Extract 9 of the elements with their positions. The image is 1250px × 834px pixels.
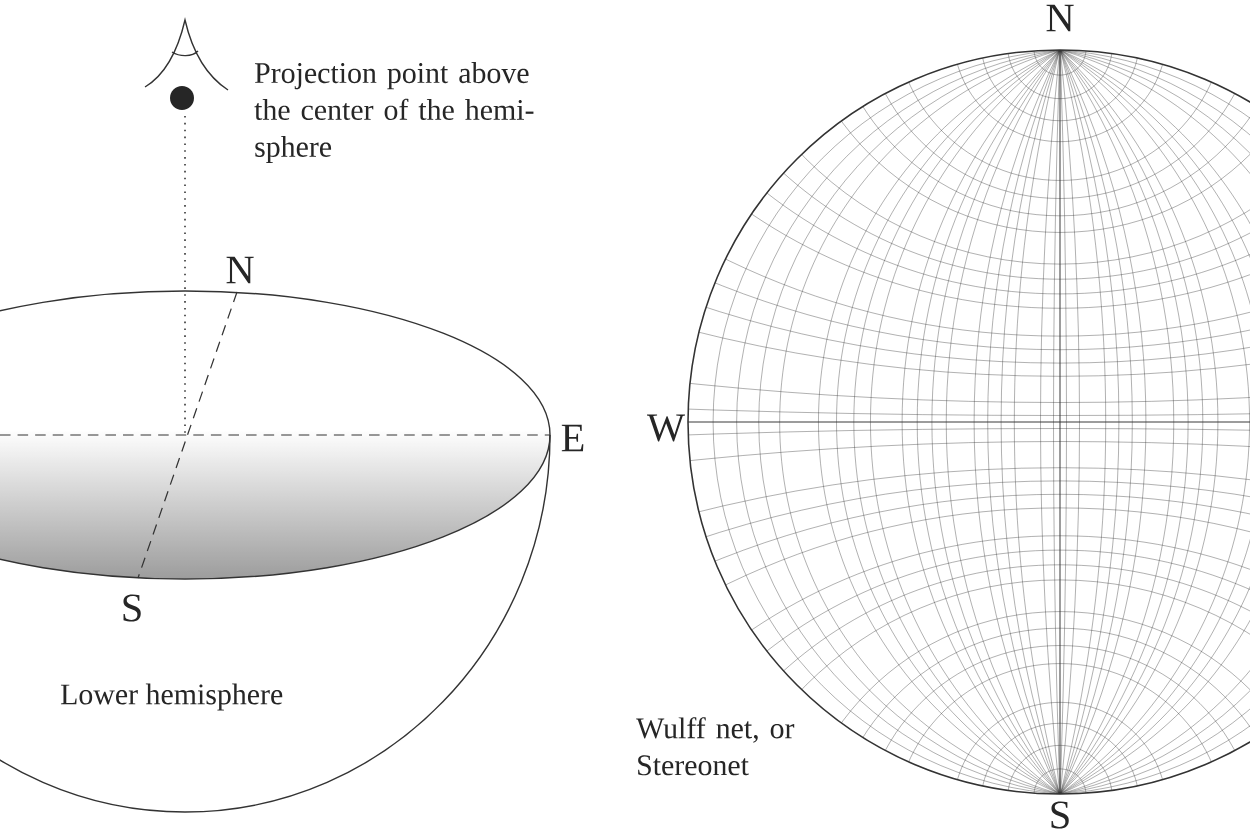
direction-label: N xyxy=(226,256,254,284)
direction-label: S xyxy=(1051,801,1069,829)
direction-label: W xyxy=(646,414,685,442)
direction-label: N xyxy=(1046,4,1074,32)
caption: Lower hemisphere xyxy=(60,683,283,711)
caption: Wulff net, or Stereonet xyxy=(636,717,795,776)
callout-text: Projection point above the center of the hemi- sphere xyxy=(254,62,534,163)
direction-label: S xyxy=(123,594,141,622)
direction-label: E xyxy=(561,424,584,452)
